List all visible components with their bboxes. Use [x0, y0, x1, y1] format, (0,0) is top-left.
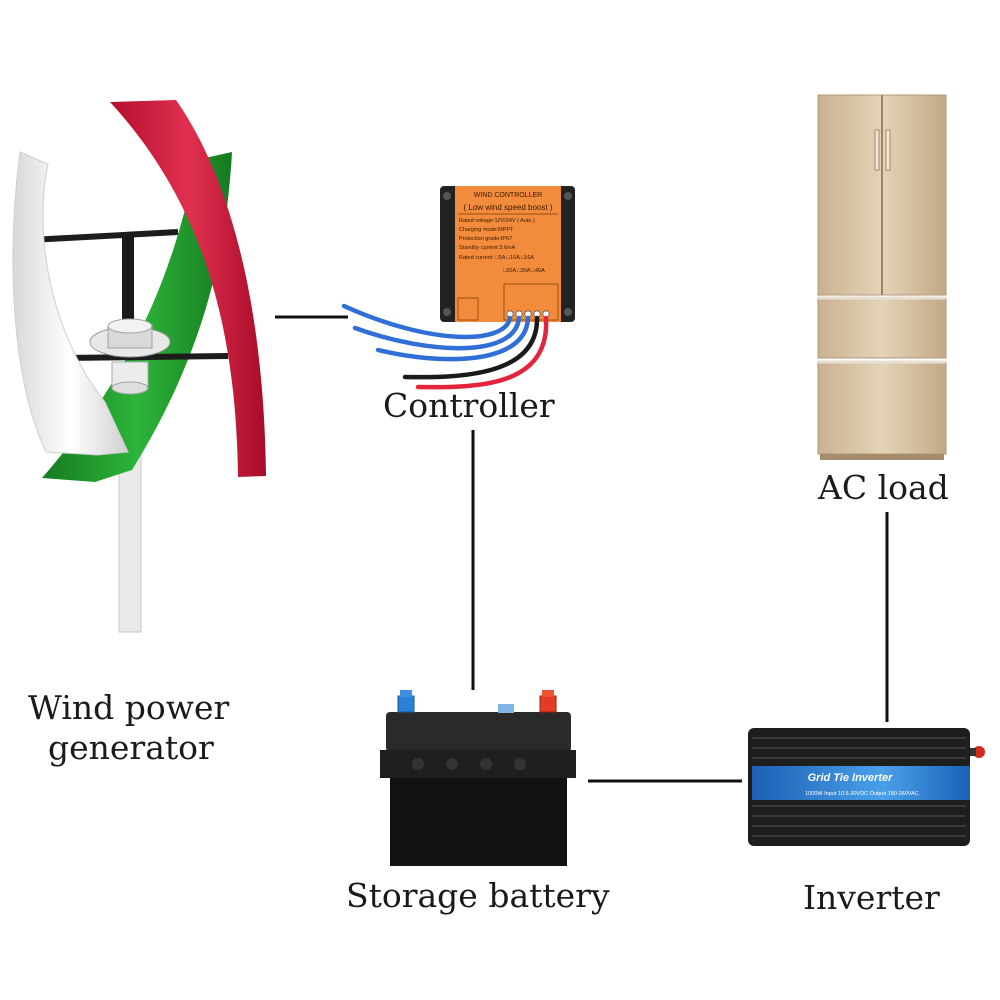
controller-wires: [341, 303, 549, 390]
controller-spec-4: Standby current:3.6mA: [459, 245, 516, 251]
wind-turbine-icon: [12, 100, 266, 633]
battery-icon: [380, 690, 576, 866]
label-controller: Controller: [383, 386, 555, 425]
label-inverter: Inverter: [803, 878, 940, 917]
refrigerator-icon: [817, 94, 947, 460]
connector-lines: [275, 315, 889, 783]
controller-rated-current: Rated current: □5A □10A □16A: [459, 255, 534, 261]
label-wind-line-2: generator: [48, 728, 214, 767]
controller-rated-current-2: □20A □30A □40A: [503, 268, 545, 274]
controller-device-icon: WIND CONTROLLER ( Low wind speed boost )…: [440, 186, 575, 322]
label-wind-line-1: Wind power: [28, 688, 230, 727]
label-wind-power-generator: Wind power generator: [28, 688, 229, 768]
controller-title: WIND CONTROLLER: [474, 192, 542, 199]
inverter-icon: Grid Tie Inverter 1000W Input 10.5-30VDC…: [748, 728, 985, 846]
controller-spec-3: Protection grade:IP67: [459, 236, 512, 242]
inverter-title: Grid Tie Inverter: [808, 772, 893, 784]
label-storage-battery: Storage battery: [346, 876, 610, 915]
label-ac-load: AC load: [818, 468, 949, 507]
inverter-spec: 1000W Input 10.5-30VDC Output 180-260VAC: [805, 791, 919, 797]
white-blade: [12, 151, 129, 456]
controller-subtitle: ( Low wind speed boost ): [464, 203, 553, 212]
controller-spec-2: Charging mode:MPPT: [459, 227, 514, 233]
green-blade: [42, 152, 232, 482]
controller-spec-1: Rated voltage:12V/24V ( Auto ): [459, 218, 535, 224]
red-blade: [110, 100, 266, 477]
